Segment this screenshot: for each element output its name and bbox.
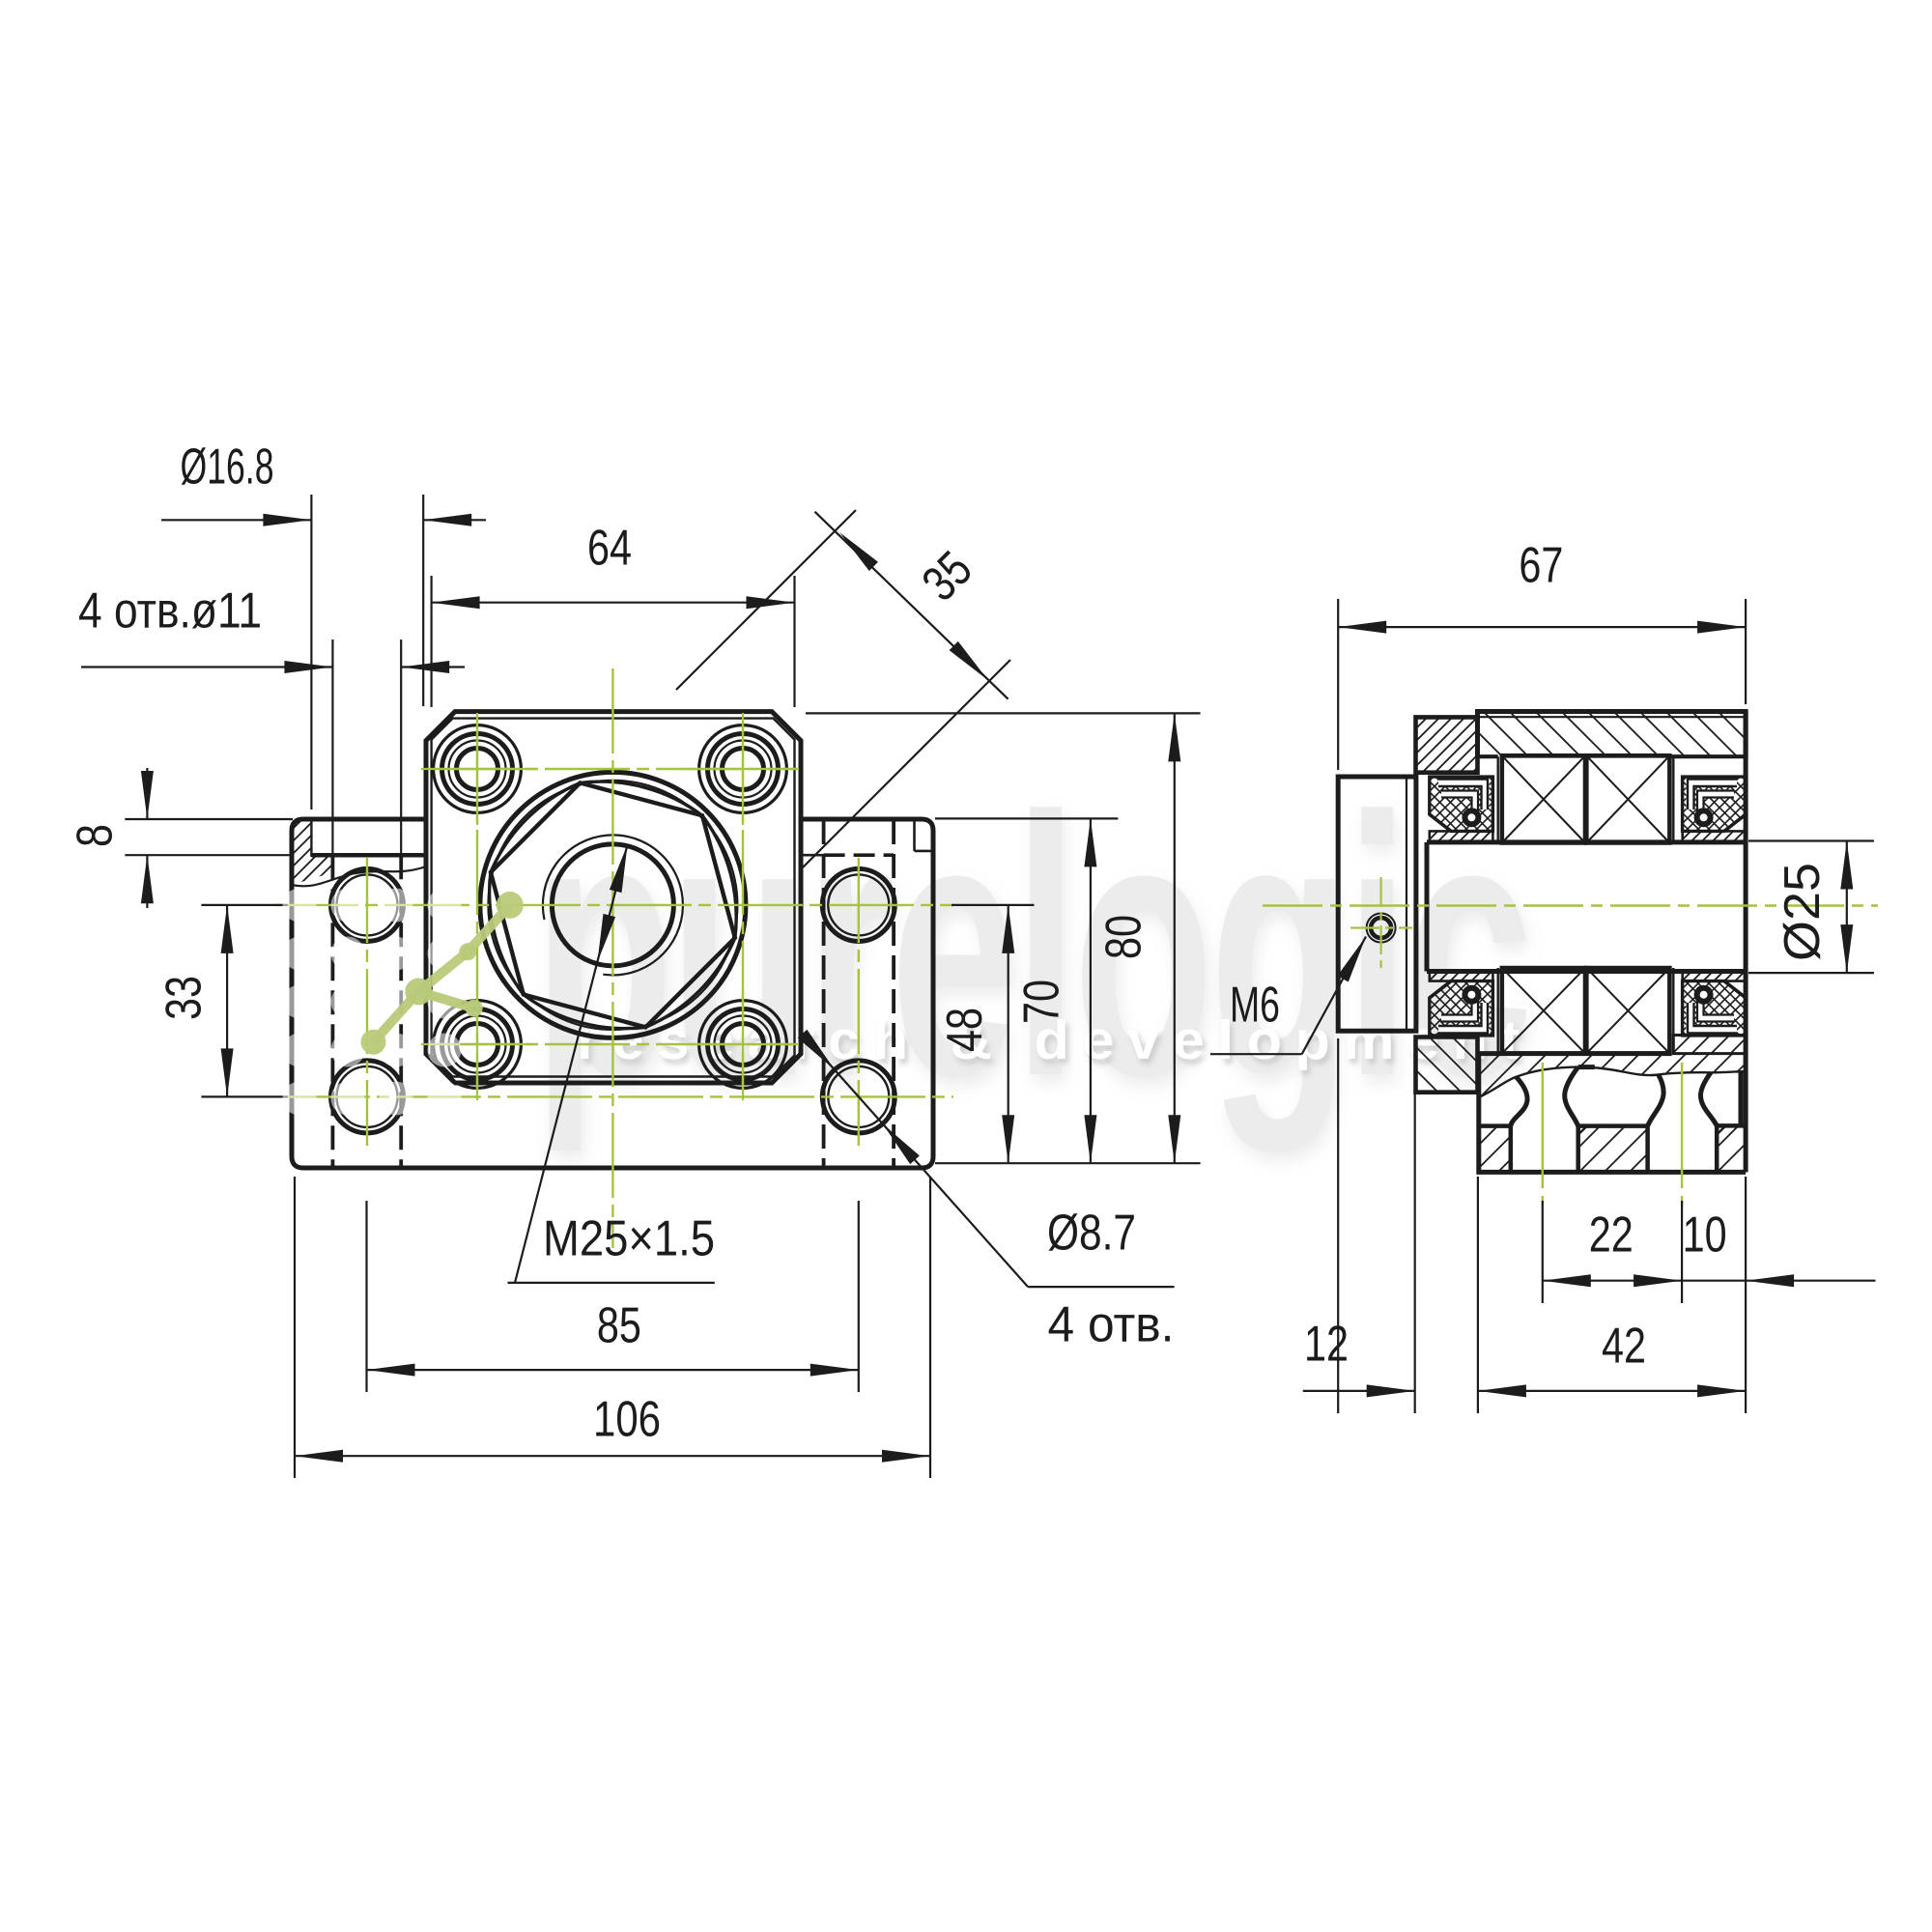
svg-text:22: 22 xyxy=(1589,1208,1634,1264)
svg-text:67: 67 xyxy=(1519,538,1563,594)
svg-text:70: 70 xyxy=(1013,980,1069,1024)
svg-text:M6: M6 xyxy=(1230,978,1280,1034)
svg-text:48: 48 xyxy=(937,1008,993,1052)
svg-text:8: 8 xyxy=(68,824,124,847)
svg-text:12: 12 xyxy=(1304,1317,1349,1373)
svg-text:4 отв.: 4 отв. xyxy=(1048,1297,1175,1353)
svg-text:64: 64 xyxy=(587,521,632,577)
svg-text:106: 106 xyxy=(593,1392,661,1448)
svg-text:4 отв.ø11: 4 отв.ø11 xyxy=(78,583,262,639)
svg-text:85: 85 xyxy=(597,1298,641,1354)
svg-text:Ø25: Ø25 xyxy=(1775,863,1831,961)
svg-text:33: 33 xyxy=(156,976,213,1020)
svg-text:42: 42 xyxy=(1602,1319,1646,1375)
svg-text:purelogic: purelogic xyxy=(533,740,1528,1155)
svg-text:80: 80 xyxy=(1096,915,1152,959)
svg-text:Ø16.8: Ø16.8 xyxy=(181,440,274,496)
svg-text:M25×1.5: M25×1.5 xyxy=(543,1211,715,1267)
svg-text:Ø8.7: Ø8.7 xyxy=(1047,1206,1136,1262)
svg-text:10: 10 xyxy=(1683,1208,1727,1264)
